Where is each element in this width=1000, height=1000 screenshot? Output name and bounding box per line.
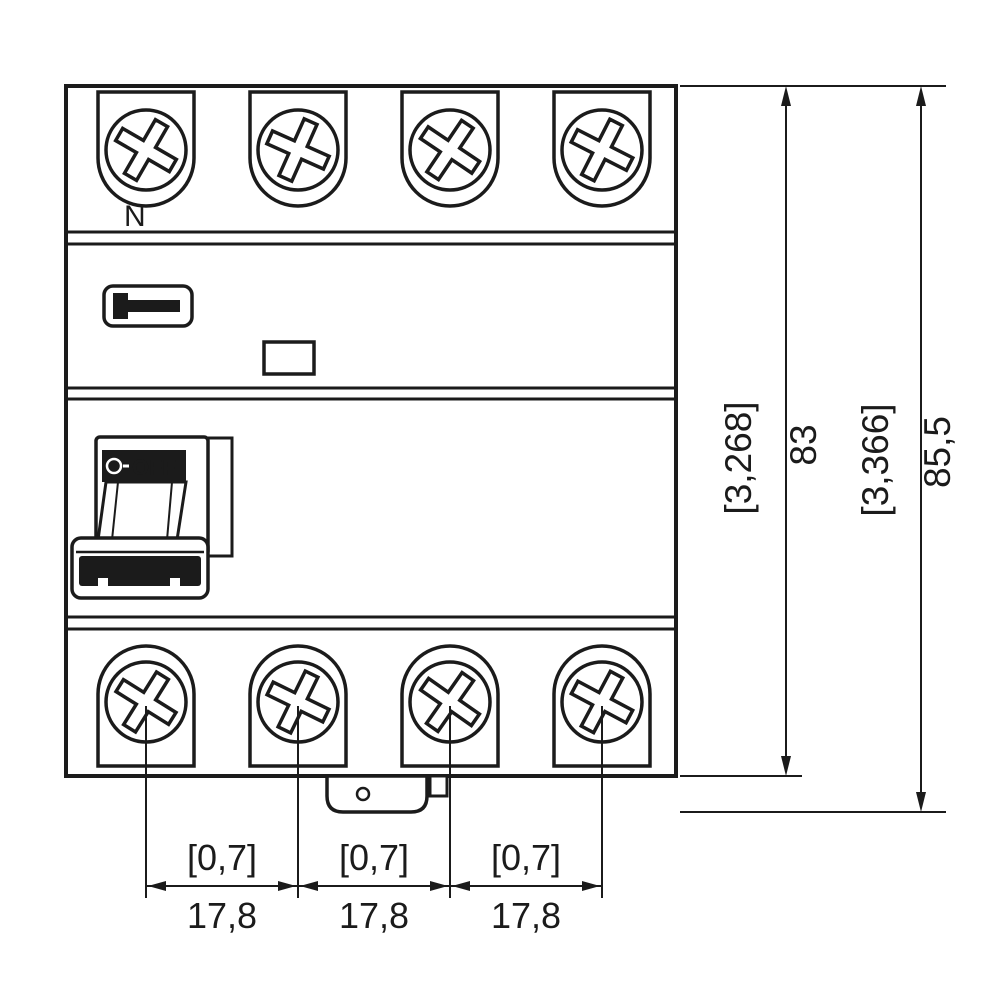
dimension-label-device-height-mm: 83 — [783, 424, 824, 465]
screw-icon-top-2 — [255, 107, 341, 193]
pitch-label-2-inches: [0,7] — [339, 837, 409, 878]
pitch-label-1-mm: 17,8 — [187, 895, 257, 936]
pitch-dimensions: [0,7] 17,8 [0,7] 17,8 [0,7] 17,8 — [145, 706, 603, 936]
switch-off-label: OFF — [132, 455, 176, 480]
pitch-label-3-inches: [0,7] — [491, 837, 561, 878]
toggle-switch[interactable]: OFF — [70, 435, 234, 600]
switch-off-band: OFF — [102, 450, 186, 482]
dimension-label-overall-height-mm: 85,5 — [917, 416, 958, 488]
dimension-line-device-height — [781, 86, 791, 776]
pitch-label-1-inches: [0,7] — [187, 837, 257, 878]
indicator-window — [262, 340, 316, 376]
height-dimensions: [3,268] 83 [3,366] 85,5 — [680, 85, 958, 813]
dimension-label-device-height-inches: [3,268] — [718, 401, 759, 514]
off-circle-symbol — [105, 457, 123, 475]
dimension-line-overall-height — [916, 86, 926, 812]
switch-stem — [96, 480, 188, 542]
neutral-label: N — [124, 200, 146, 233]
din-rail-clip — [325, 774, 449, 814]
screw-icon-top-4 — [558, 106, 646, 194]
body-band-lines — [66, 230, 676, 631]
dimension-label-overall-height-inches: [3,366] — [855, 403, 896, 516]
test-button[interactable] — [102, 284, 194, 328]
pitch-label-3-mm: 17,8 — [491, 895, 561, 936]
pitch-label-2-mm: 17,8 — [339, 895, 409, 936]
switch-handle[interactable] — [70, 536, 210, 600]
test-button-symbol — [113, 293, 180, 319]
